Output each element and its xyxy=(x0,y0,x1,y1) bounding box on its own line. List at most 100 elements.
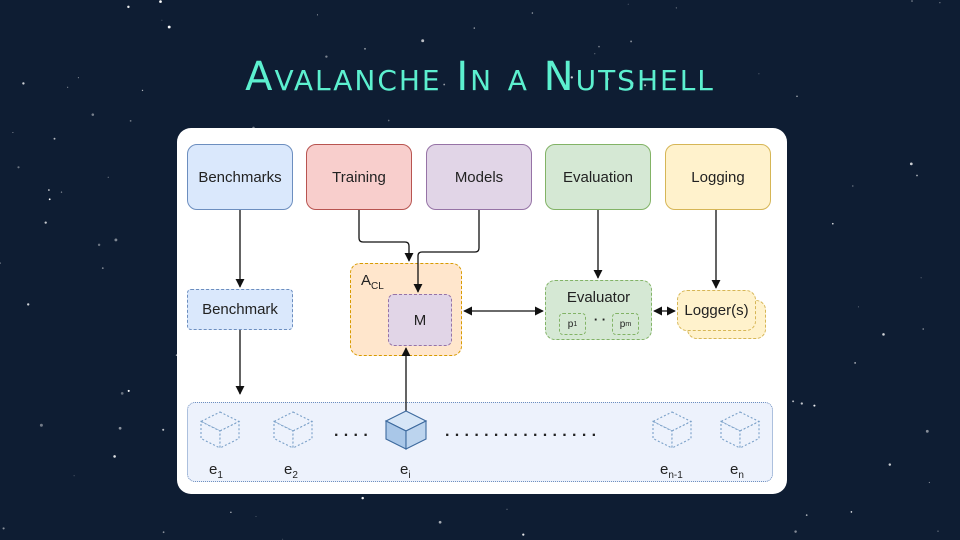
star xyxy=(443,83,446,86)
experience-label: en xyxy=(730,461,744,481)
star xyxy=(118,426,122,430)
star xyxy=(162,531,165,534)
model-label: M xyxy=(413,311,427,329)
star xyxy=(73,475,75,477)
star xyxy=(2,527,5,530)
loggers-box: Logger(s) xyxy=(677,290,756,331)
star xyxy=(316,14,318,16)
star xyxy=(627,3,629,5)
strategy-label: ACL xyxy=(361,272,384,292)
star xyxy=(60,191,63,193)
star xyxy=(114,238,118,242)
training-label: Training xyxy=(332,168,386,186)
star xyxy=(107,176,109,178)
star xyxy=(101,267,104,269)
star xyxy=(800,402,803,405)
star xyxy=(129,120,132,122)
loggers-label: Logger(s) xyxy=(684,302,749,319)
star xyxy=(570,76,573,79)
star xyxy=(850,511,853,513)
star xyxy=(813,404,816,407)
star xyxy=(882,333,885,336)
training-box: Training xyxy=(306,144,412,210)
star xyxy=(630,40,633,43)
star xyxy=(97,243,101,247)
star xyxy=(888,463,892,466)
star xyxy=(644,84,647,87)
star xyxy=(361,496,364,500)
star xyxy=(325,55,328,58)
experience-label: e1 xyxy=(209,461,223,481)
logging-label: Logging xyxy=(691,168,745,186)
star xyxy=(805,514,808,516)
experience-label: en-1 xyxy=(660,461,683,481)
models-box: Models xyxy=(426,144,532,210)
star xyxy=(438,520,442,524)
star xyxy=(531,12,534,14)
star xyxy=(67,86,69,88)
benchmarks-label: Benchmarks xyxy=(198,168,282,186)
star xyxy=(758,73,760,75)
star xyxy=(22,82,25,85)
star xyxy=(161,19,163,21)
star xyxy=(27,303,30,306)
star xyxy=(911,0,913,2)
plugin-gap-dots: · · xyxy=(593,312,607,327)
star xyxy=(77,77,79,79)
star xyxy=(17,166,20,169)
experience-label: e2 xyxy=(284,461,298,481)
star xyxy=(939,2,941,4)
star xyxy=(854,362,856,364)
star xyxy=(175,354,178,356)
star xyxy=(920,277,922,279)
star xyxy=(167,25,171,29)
star xyxy=(48,198,51,201)
star xyxy=(796,95,798,98)
stream-gap-long: · · · · · · · · · · · · · · · · xyxy=(445,427,597,444)
evaluation-label: Evaluation xyxy=(562,168,634,186)
experience-label: ei xyxy=(400,461,411,481)
star xyxy=(909,162,913,166)
star xyxy=(53,137,56,140)
star xyxy=(522,533,525,536)
star xyxy=(127,5,130,9)
star xyxy=(387,119,390,122)
star xyxy=(120,392,124,395)
star xyxy=(91,113,95,116)
star xyxy=(127,389,130,392)
star xyxy=(605,77,609,81)
star xyxy=(631,82,634,85)
star xyxy=(916,174,918,177)
star xyxy=(852,185,854,187)
star xyxy=(506,508,508,510)
star xyxy=(113,455,116,458)
star xyxy=(675,7,677,9)
evaluation-box: Evaluation xyxy=(545,144,651,210)
page-title: Avalanche In a Nutshell xyxy=(245,54,715,100)
benchmark-instance-box: Benchmark xyxy=(187,289,293,330)
star xyxy=(282,538,284,540)
star xyxy=(598,45,600,48)
stream-gap-short: · · · · xyxy=(334,427,369,444)
star xyxy=(162,428,165,431)
star xyxy=(39,423,43,427)
star xyxy=(925,429,929,433)
star xyxy=(255,516,257,517)
star xyxy=(159,0,162,3)
star xyxy=(857,306,859,308)
models-label: Models xyxy=(454,168,504,186)
star xyxy=(794,530,797,533)
star xyxy=(141,89,144,92)
star xyxy=(922,328,924,330)
star xyxy=(0,262,1,264)
star xyxy=(44,221,47,224)
benchmarks-box: Benchmarks xyxy=(187,144,293,210)
benchmark-label: Benchmark xyxy=(202,301,278,318)
logging-box: Logging xyxy=(665,144,771,210)
star xyxy=(364,47,366,50)
star xyxy=(473,27,476,29)
star xyxy=(12,131,14,134)
model-box: M xyxy=(388,294,452,346)
